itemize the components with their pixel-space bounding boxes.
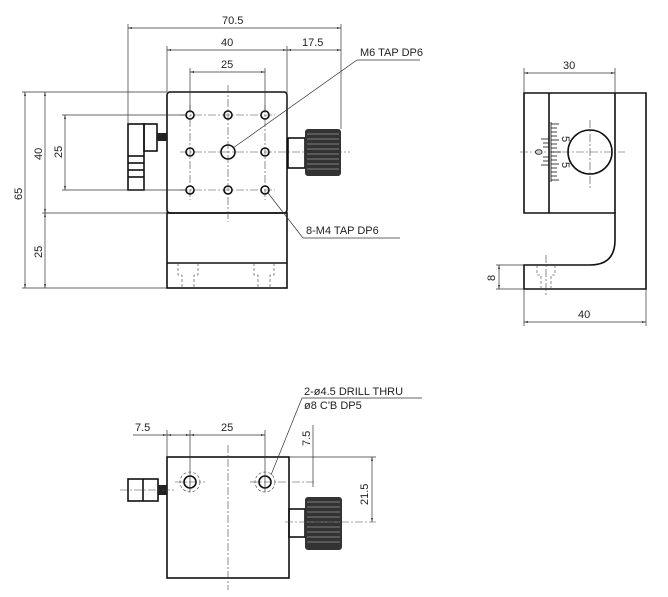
dim-overall-height: 65 xyxy=(13,188,25,200)
scale-label-lower: 5 xyxy=(559,162,571,168)
dim-base-height: 25 xyxy=(33,246,45,258)
callout-grid-taps: 8-M4 TAP DP6 xyxy=(306,225,379,237)
lock-lever xyxy=(127,123,167,191)
dim-edge-offset-y: 7.5 xyxy=(301,431,313,446)
micrometer-knob xyxy=(287,129,341,176)
callout-center-tap: M6 TAP DP6 xyxy=(360,47,423,59)
dim-knob-offset: 21.5 xyxy=(359,484,371,505)
stage-base xyxy=(166,212,288,289)
dim-plate-height: 40 xyxy=(33,148,45,160)
dim-base-width: 40 xyxy=(578,309,590,321)
vernier-scale xyxy=(541,122,561,182)
dim-hole-pitch-x: 25 xyxy=(221,59,233,71)
dim-base-thickness: 8 xyxy=(486,275,498,281)
side-view: 5 0 5 30 40 8 xyxy=(486,60,647,326)
dim-overall-width: 70.5 xyxy=(222,15,243,27)
dim-edge-offset-x: 7.5 xyxy=(135,422,150,434)
top-view: 70.5 40 17.5 25 65 40 25 25 M6 TAP DP6 8… xyxy=(13,15,423,289)
callout-counterbore: ø8 C'B DP5 xyxy=(304,400,362,412)
callout-drill-thru: 2-ø4.5 DRILL THRU xyxy=(304,386,403,398)
dim-plate-width: 40 xyxy=(221,37,233,49)
scale-label-zero: 0 xyxy=(532,149,544,155)
dim-knob-offset: 17.5 xyxy=(302,37,323,49)
bottom-view: 7.5 25 7.5 21.5 2-ø4.5 DRILL THRU ø8 C'B… xyxy=(120,386,422,590)
scale-label-upper: 5 xyxy=(559,136,571,142)
mounting-hole-grid xyxy=(180,85,350,222)
angle-bracket xyxy=(523,92,647,290)
lock-lever xyxy=(120,478,175,502)
micrometer-bore xyxy=(567,129,613,175)
dim-hole-pitch: 25 xyxy=(221,422,233,434)
dim-block-width: 30 xyxy=(563,60,575,72)
dim-hole-pitch-y: 25 xyxy=(53,146,65,158)
micrometer-knob xyxy=(285,497,376,550)
